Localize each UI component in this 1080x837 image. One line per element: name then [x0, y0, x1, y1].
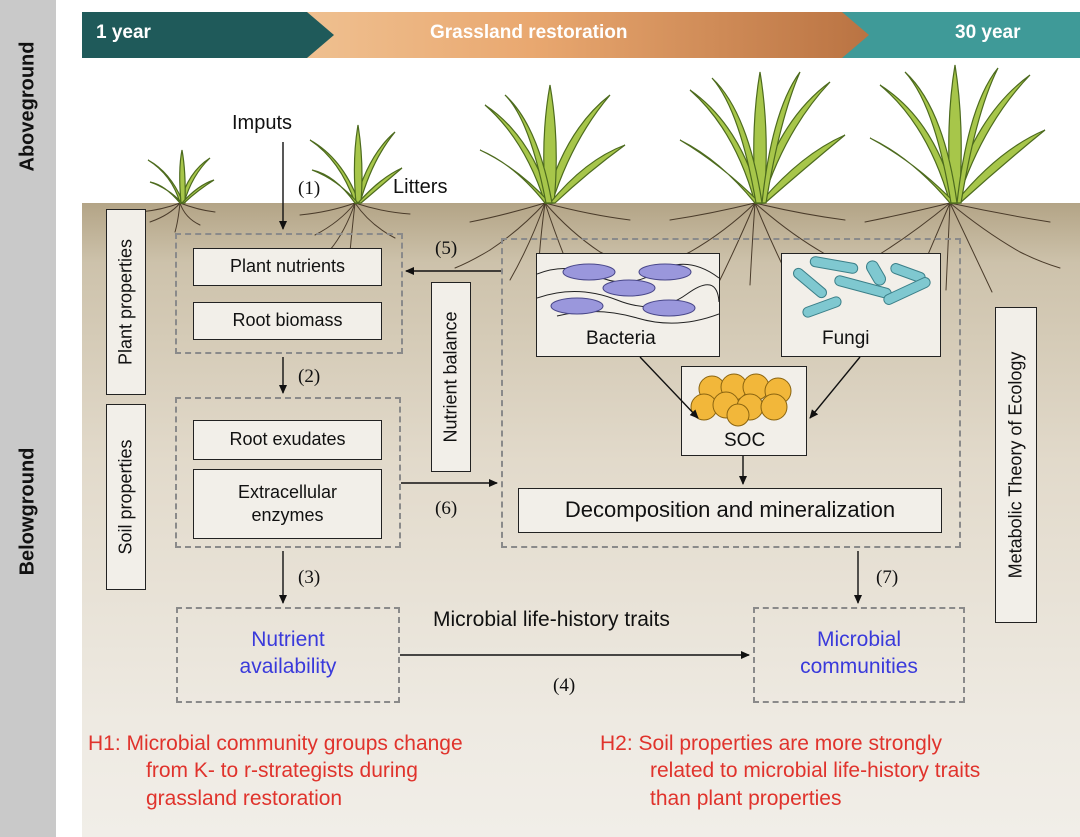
- nutrient-availability-group: [176, 607, 400, 703]
- h2-line-1: H2: Soil properties are more strongly: [600, 732, 942, 755]
- enzymes-line-2: enzymes: [251, 505, 324, 525]
- soc-label: SOC: [724, 430, 766, 451]
- step-2: (2): [298, 366, 321, 387]
- timeline-middle-label: Grassland restoration: [430, 22, 628, 43]
- nutrient-availability-text: Nutrient availability: [178, 626, 398, 681]
- plant-nutrients-box: Plant nutrients: [193, 248, 382, 286]
- nutrient-line-1: Nutrient: [251, 628, 325, 651]
- h1-line-3: grassland restoration: [146, 786, 343, 810]
- belowground-side-bar: [0, 203, 56, 837]
- microbial-communities-text: Microbial communities: [755, 626, 963, 681]
- timeline-end-label: 30 year: [955, 22, 1021, 43]
- microbial-line-1: Microbial: [816, 628, 902, 651]
- soc-illustration: [690, 373, 792, 427]
- hypothesis-1: H1: Microbial community groups change fr…: [88, 730, 568, 812]
- litters-label: Litters: [393, 176, 448, 198]
- root-exudates-box: Root exudates: [193, 420, 382, 460]
- aboveground-side-bar: [0, 0, 56, 203]
- step-7: (7): [876, 567, 899, 588]
- step-5: (5): [435, 238, 458, 259]
- bacteria-illustration: [537, 263, 719, 324]
- step-6: (6): [435, 498, 458, 519]
- microbial-communities-group: [753, 607, 965, 703]
- fungi-illustration: [793, 256, 931, 318]
- metabolic-theory-box: Metabolic Theory of Ecology: [995, 307, 1037, 623]
- timeline-arrow: [82, 12, 1080, 58]
- bacteria-label: Bacteria: [586, 328, 656, 349]
- plant-dashed-group: [175, 233, 403, 354]
- fungi-label: Fungi: [822, 328, 870, 349]
- h1-line-2: from K- to r-strategists during: [146, 759, 418, 783]
- h2-line-3: than plant properties: [650, 786, 842, 810]
- nutrient-line-2: availability: [239, 655, 337, 679]
- step-1: (1): [298, 178, 321, 199]
- soil-properties-box: Soil properties: [106, 404, 146, 590]
- root-biomass-box: Root biomass: [193, 302, 382, 340]
- root-dashed-group: [175, 397, 401, 548]
- h2-line-2: related to microbial life-history traits: [650, 759, 981, 783]
- decomposition-box: Decomposition and mineralization: [518, 488, 942, 533]
- fungi-box: [781, 253, 941, 357]
- step-4: (4): [553, 675, 576, 696]
- plant-properties-box: Plant properties: [106, 209, 146, 395]
- timeline-start-label: 1 year: [96, 22, 151, 43]
- life-history-label: Microbial life-history traits: [433, 608, 670, 631]
- microbe-dashed-group: [501, 238, 961, 548]
- inputs-label: Imputs: [232, 112, 293, 134]
- microbial-line-2: communities: [800, 655, 918, 679]
- h1-line-1: H1: Microbial community groups change: [88, 732, 463, 755]
- hypothesis-2: H2: Soil properties are more strongly re…: [600, 730, 1078, 812]
- step-3: (3): [298, 567, 321, 588]
- enzymes-line-1: Extracellular: [237, 481, 338, 502]
- nutrient-balance-box: Nutrient balance: [431, 282, 471, 472]
- extracellular-enzymes-box: Extracellular enzymes: [193, 469, 382, 539]
